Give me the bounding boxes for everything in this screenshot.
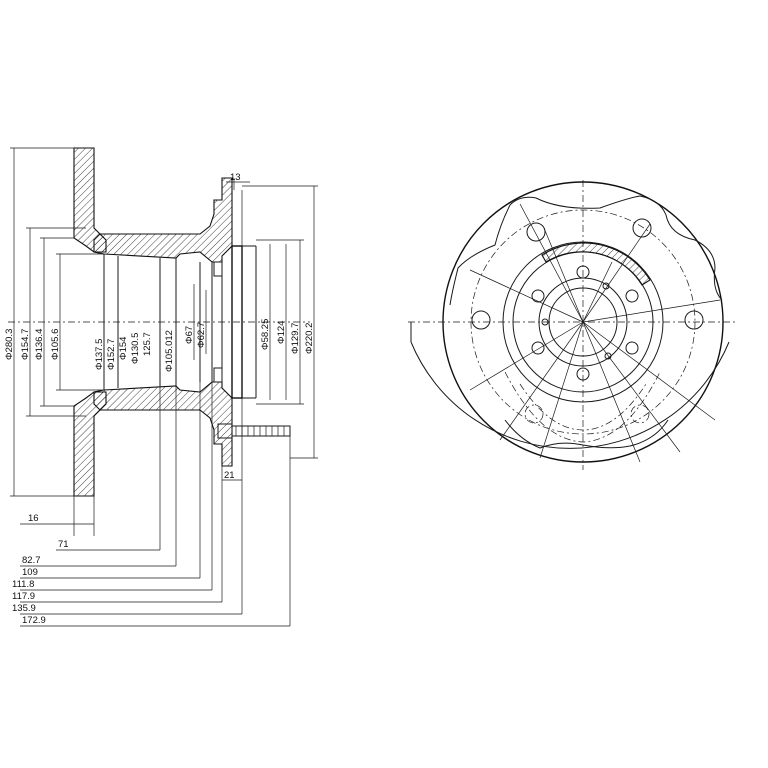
bolt-hole-6 <box>532 290 544 302</box>
dim-label-d105-6: Φ105.6 <box>50 329 61 360</box>
dim-label-d129-7: Φ129.7 <box>290 323 301 354</box>
dim-label-13: 13 <box>230 172 241 183</box>
petal-edge-upper <box>510 196 722 300</box>
petal-edge-left <box>450 205 510 305</box>
dim-label-109: 109 <box>22 567 38 578</box>
dim-label-d154-7: Φ154.7 <box>20 329 31 360</box>
bolt-hole-2 <box>626 290 638 302</box>
bearing-seat-lower <box>214 368 222 382</box>
section-view: 13 21 Φ280.3 Φ154.7 Φ136.4 Φ105.6 Φ137.5… <box>4 148 318 626</box>
dim-label-71: 71 <box>58 539 69 550</box>
outer-hole-1 <box>527 223 545 241</box>
dim-label-d136-4: Φ136.4 <box>34 329 45 360</box>
front-view <box>408 180 735 470</box>
axial-dimension-lines <box>20 382 290 626</box>
outer-hole-3 <box>472 311 490 329</box>
dim-label-16: 16 <box>28 513 39 524</box>
dim-label-172-9: 172.9 <box>22 615 46 626</box>
dim-label-d67: Φ67 <box>184 326 195 344</box>
dim-label-d137-5: Φ137.5 <box>94 339 105 370</box>
hat-section-hatch <box>542 243 650 285</box>
dim-label-111-8: 111.8 <box>12 579 34 590</box>
dim-label-125-7: 125.7 <box>142 332 153 356</box>
dim-label-d105-012: Φ105.012 <box>164 330 175 372</box>
dim-label-117-9: 117.9 <box>12 591 35 602</box>
dim-label-d62-7: Φ62.7 <box>196 322 207 348</box>
bolt-hole-3 <box>626 342 638 354</box>
bolt-hole-5 <box>532 342 544 354</box>
dim-label-135-9: 135.9 <box>12 603 36 614</box>
dim-label-d280-3: Φ280.3 <box>4 329 15 360</box>
dim-label-d124: Φ124 <box>276 321 287 344</box>
dim-label-d152-7: Φ152.7 <box>106 339 117 370</box>
outer-hole-2 <box>633 219 651 237</box>
dim-label-d220-2: Φ220.2 <box>304 323 315 354</box>
outer-hole-5 <box>525 405 543 423</box>
hub-wall-upper <box>94 178 232 262</box>
hub-wall-lower <box>94 382 232 466</box>
bearing-seat-upper <box>214 262 222 276</box>
dim-label-d58-25: Φ58.25 <box>260 319 271 350</box>
dim-label-d154: Φ154 <box>118 337 129 360</box>
dim-label-d130-5: Φ130.5 <box>130 333 141 364</box>
outer-hole-4 <box>685 311 703 329</box>
dim-label-82-7: 82.7 <box>22 555 41 566</box>
dim-label-21: 21 <box>224 470 235 481</box>
